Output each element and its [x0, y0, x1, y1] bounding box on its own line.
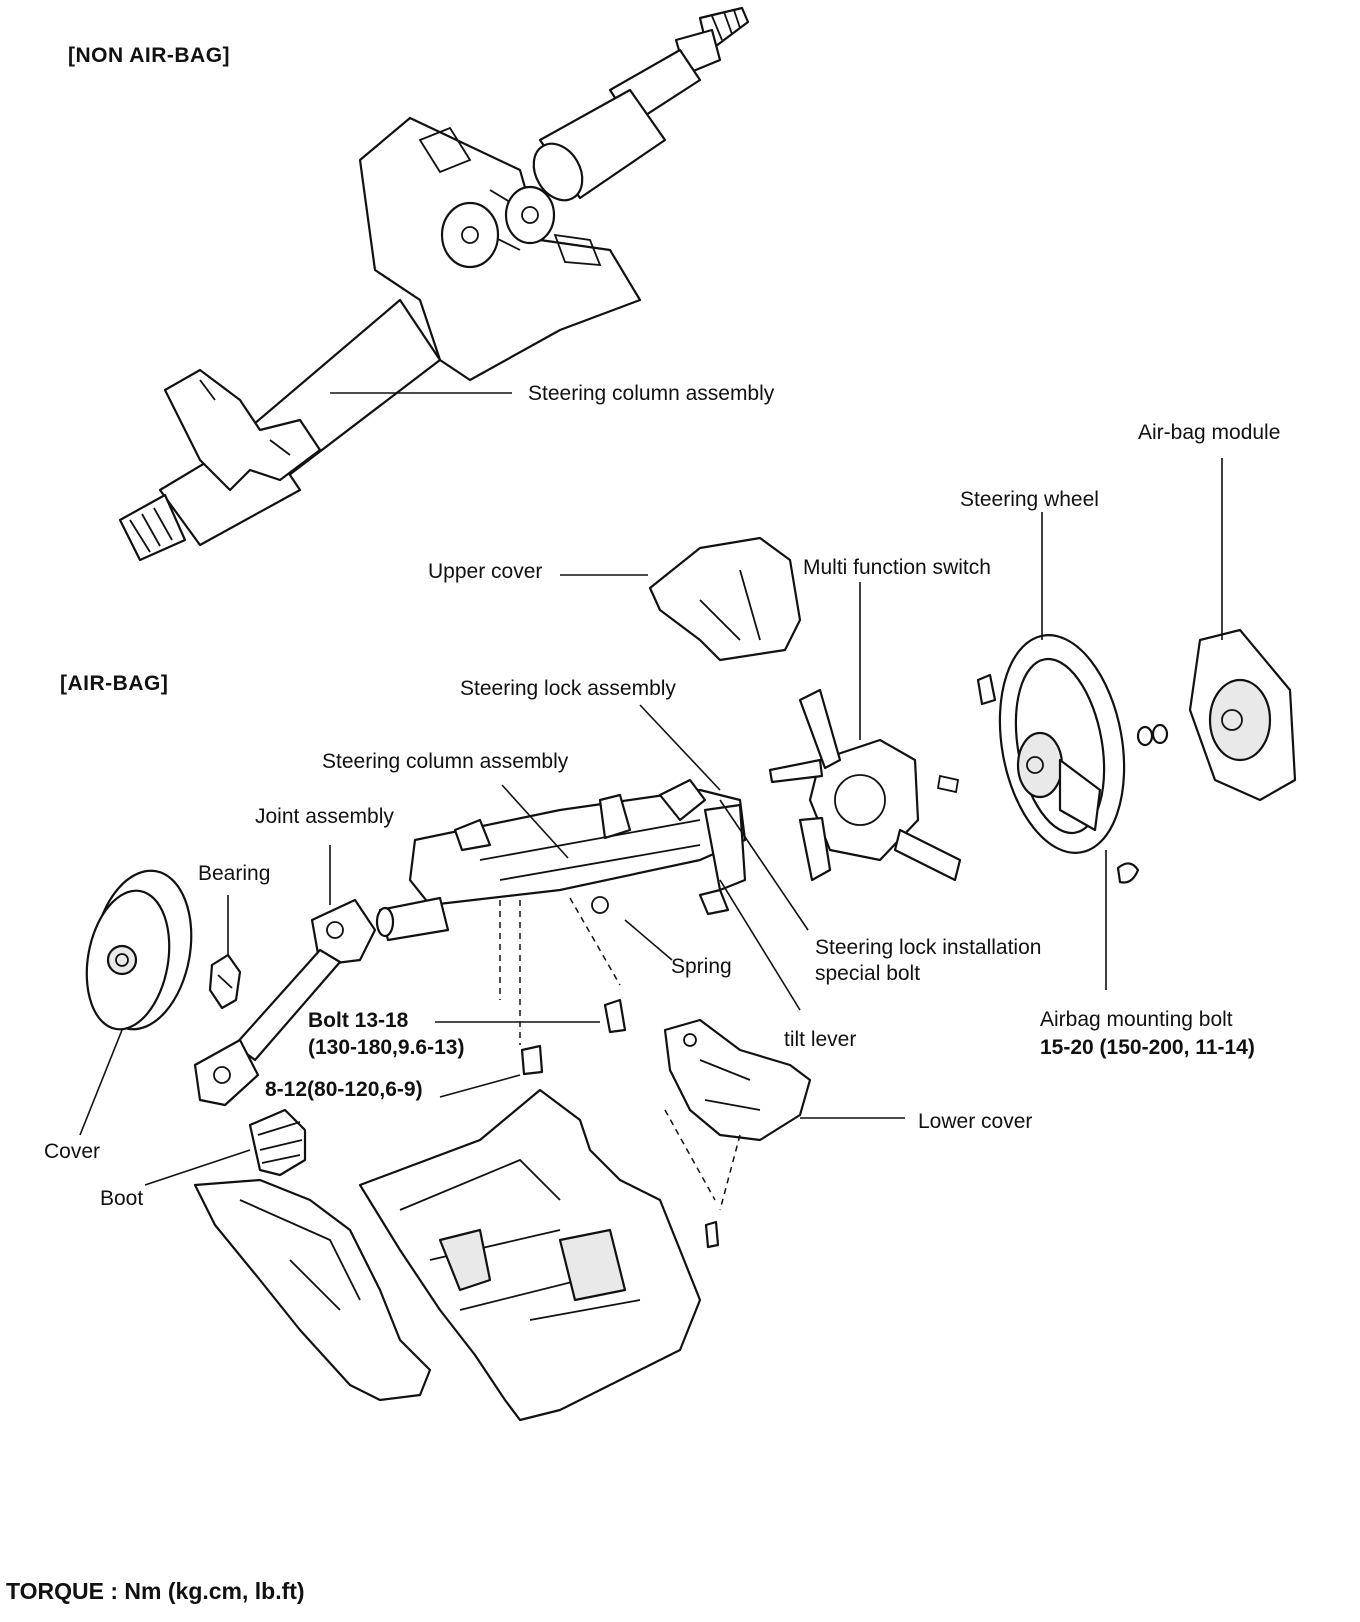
label-joint-assembly: Joint assembly	[255, 805, 394, 828]
label-steering-lock-bolt-line1: Steering lock installation	[815, 936, 1042, 959]
label-spring: Spring	[671, 955, 732, 978]
label-bearing: Bearing	[198, 862, 271, 885]
torque-units-footer: TORQUE : Nm (kg.cm, lb.ft)	[6, 1578, 305, 1604]
upper-cover-drawing	[560, 536, 802, 662]
bearing-drawing	[208, 895, 242, 1010]
boot-drawing	[144, 1108, 307, 1186]
label-torque-small: 8-12(80-120,6-9)	[265, 1078, 423, 1101]
label-airbag-bolt-line1: Airbag mounting bolt	[1040, 1008, 1233, 1031]
lower-cover-drawing	[663, 1018, 905, 1249]
heading-non-airbag: [NON AIR-BAG]	[68, 44, 231, 67]
crash-pad-drawing	[193, 1088, 702, 1422]
label-boot: Boot	[100, 1187, 144, 1210]
label-lower-cover: Lower cover	[918, 1110, 1033, 1133]
airbag-module-drawing	[1136, 458, 1297, 802]
label-steering-wheel: Steering wheel	[960, 488, 1099, 511]
label-bolt-line2: (130-180,9.6-13)	[308, 1036, 465, 1059]
label-upper-cover: Upper cover	[428, 560, 543, 583]
label-cover: Cover	[44, 1140, 101, 1163]
label-steering-column-top: Steering column assembly	[528, 382, 775, 405]
cover-drawing	[79, 869, 193, 1136]
label-steering-lock-bolt-line2: special bolt	[815, 962, 921, 985]
non-airbag-steering-column-drawing	[118, 6, 750, 562]
label-bolt-line1: Bolt 13-18	[308, 1009, 409, 1032]
airbag-steering-column-drawing	[375, 704, 809, 1098]
multi-function-switch-drawing	[768, 582, 962, 882]
label-steering-lock-assembly: Steering lock assembly	[460, 677, 676, 700]
label-airbag-module: Air-bag module	[1138, 421, 1281, 444]
label-airbag-bolt-line2: 15-20 (150-200, 11-14)	[1040, 1036, 1255, 1059]
steering-wheel-drawing	[976, 512, 1140, 884]
label-steering-column-airbag: Steering column assembly	[322, 750, 569, 773]
heading-airbag: [AIR-BAG]	[60, 672, 169, 695]
label-multi-function-switch: Multi function switch	[803, 556, 991, 579]
joint-assembly-drawing	[193, 845, 377, 1107]
label-tilt-lever: tilt lever	[784, 1028, 857, 1051]
